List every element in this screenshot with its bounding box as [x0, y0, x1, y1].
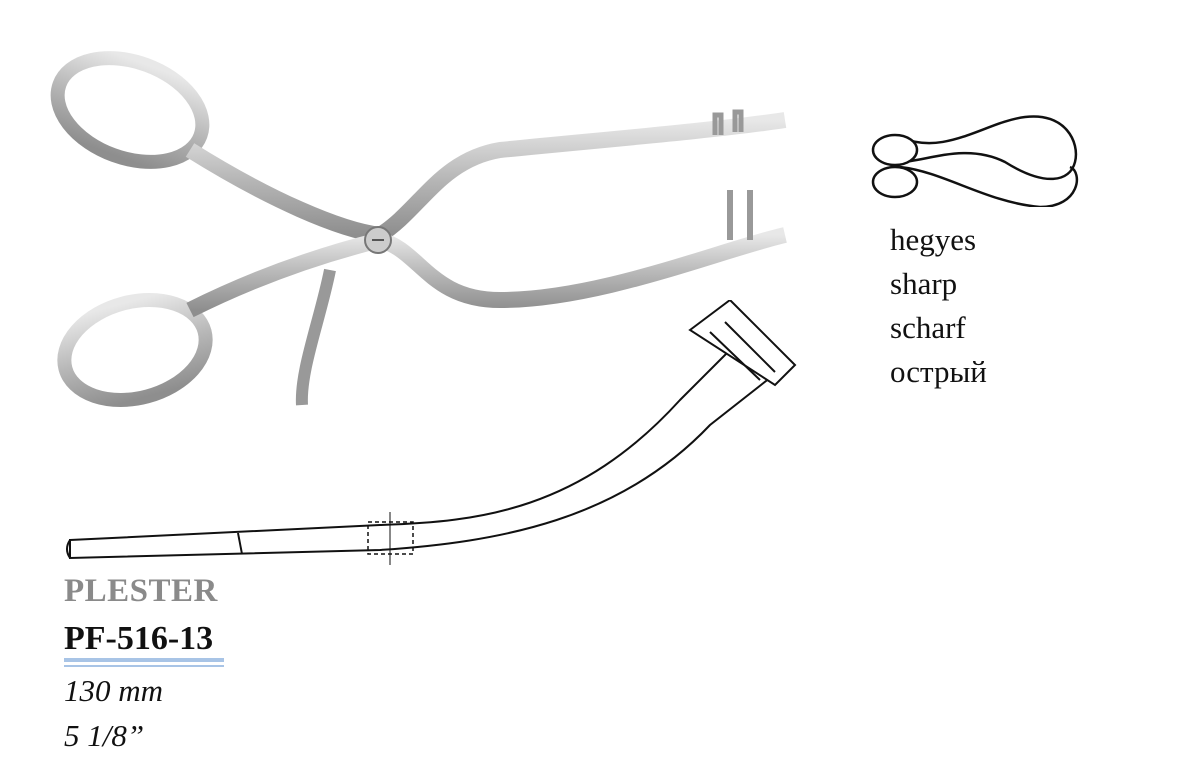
length-mm: 130 mm: [64, 673, 164, 708]
code-underline: [64, 658, 224, 668]
product-name: PLESTER: [64, 573, 218, 609]
length-inches: 5 1/8”: [64, 718, 144, 754]
retractor-side-drawing: [66, 300, 797, 565]
sharp-tip-icon: [871, 115, 1079, 207]
tip-label-english: sharp: [890, 266, 958, 301]
tip-label-german: scharf: [890, 310, 966, 345]
length-in-whole: 5: [64, 718, 80, 753]
tip-label-hungarian: hegyes: [890, 222, 977, 257]
length-in-fraction: 1/8: [87, 718, 127, 753]
inch-mark: ”: [126, 718, 145, 753]
product-code: PF-516-13: [64, 620, 214, 657]
tip-label-russian: острый: [890, 354, 987, 389]
retractor-photo: [50, 51, 787, 407]
